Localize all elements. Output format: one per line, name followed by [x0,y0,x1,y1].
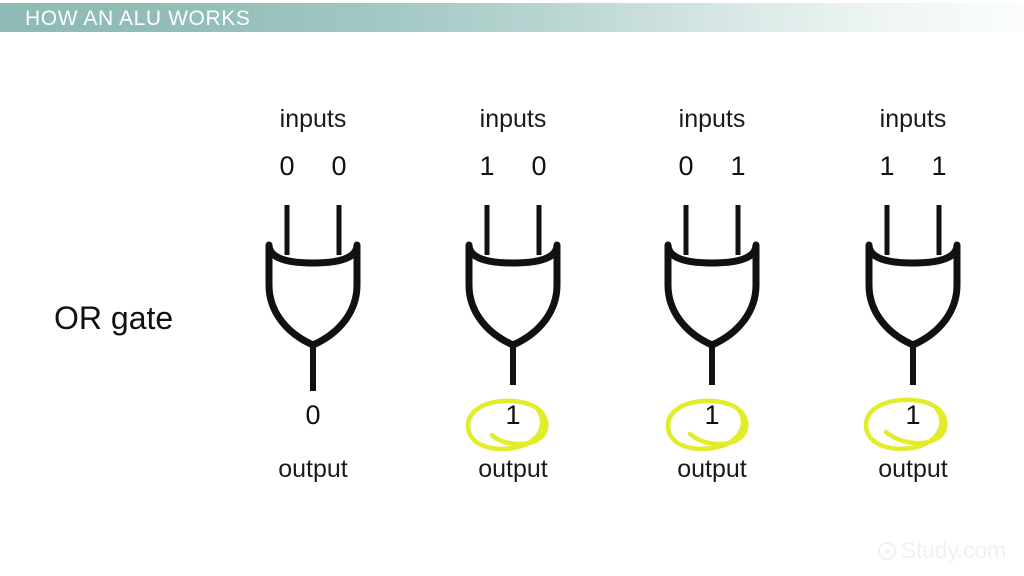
input-bits-row: 1 1 [828,151,998,182]
input-bit-b: 1 [931,151,947,181]
output-bit: 1 [704,400,720,430]
input-bit-a: 0 [279,151,295,181]
input-bit-b: 1 [730,151,746,181]
or-gate-symbol [627,193,797,393]
or-gate-symbol [428,193,598,393]
or-gate-case-4: inputs 1 1 1 output [828,105,998,505]
or-gate-symbol [228,193,398,393]
circle-play-icon [877,541,897,561]
inputs-caption: inputs [879,105,947,133]
output-bit: 0 [305,400,321,430]
inputs-caption: inputs [279,105,347,133]
watermark-text: Study.com [900,537,1006,563]
input-bits-row: 1 0 [428,151,598,182]
or-gate-case-2: inputs 1 0 1 output [428,105,598,505]
output-highlight-circle [627,390,797,460]
output-caption: output [878,455,948,483]
output-caption: output [677,455,747,483]
output-caption: output [278,455,348,483]
input-bit-b: 0 [331,151,347,181]
page-title: HOW AN ALU WORKS [25,7,251,30]
input-bit-a: 1 [479,151,495,181]
output-bit: 1 [905,400,921,430]
input-bit-b: 0 [531,151,547,181]
input-bit-a: 1 [879,151,895,181]
input-bit-a: 0 [678,151,694,181]
output-highlight-circle [428,390,598,460]
output-bit: 1 [505,400,521,430]
watermark: Study.com [877,537,1006,564]
gate-type-label: OR gate [54,300,174,336]
output-highlight-circle [828,390,998,460]
input-bits-row: 0 1 [627,151,797,182]
input-bits-row: 0 0 [228,151,398,182]
inputs-caption: inputs [678,105,746,133]
or-gate-case-3: inputs 0 1 1 output [627,105,797,505]
header-bar: HOW AN ALU WORKS [0,3,1024,32]
inputs-caption: inputs [479,105,547,133]
output-caption: output [478,455,548,483]
or-gate-case-1: inputs 0 0 0 output [228,105,398,505]
or-gate-symbol [828,193,998,393]
